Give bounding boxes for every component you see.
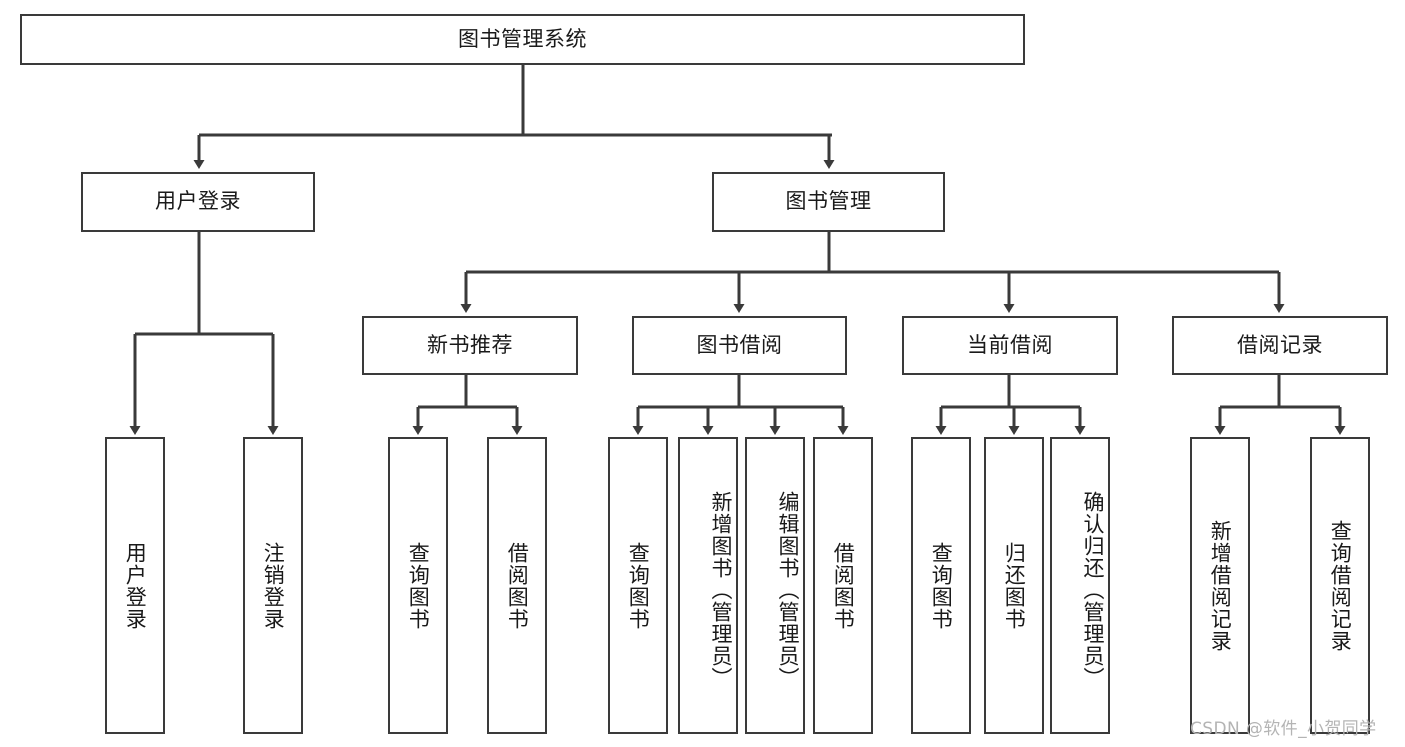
leaf-confirm-return-admin-label: 确认归还（管理员） — [1081, 490, 1105, 689]
node-borrow-record-label: 借阅记录 — [1237, 332, 1323, 357]
leaf-user-login-label: 用户登录 — [123, 541, 148, 630]
leaf-borrow-book-recommend-label: 借阅图书 — [505, 541, 530, 630]
node-current-borrow[interactable]: 当前借阅 — [902, 316, 1118, 375]
node-book-management-label: 图书管理 — [785, 189, 872, 214]
node-book-borrow[interactable]: 图书借阅 — [632, 316, 847, 375]
leaf-borrow-book-recommend[interactable]: 借阅图书 — [487, 437, 547, 734]
node-root-label: 图书管理系统 — [458, 26, 587, 51]
leaf-confirm-return-admin[interactable]: 确认归还（管理员） — [1050, 437, 1110, 734]
leaf-add-borrow-record[interactable]: 新增借阅记录 — [1190, 437, 1250, 734]
leaf-query-book-recommend[interactable]: 查询图书 — [388, 437, 448, 734]
leaf-return-book-label: 归还图书 — [1002, 541, 1027, 630]
leaf-borrow-book-label: 借阅图书 — [831, 541, 856, 630]
leaf-query-book-borrow[interactable]: 查询图书 — [608, 437, 668, 734]
node-book-management[interactable]: 图书管理 — [712, 172, 945, 232]
node-borrow-record[interactable]: 借阅记录 — [1172, 316, 1388, 375]
leaf-logout[interactable]: 注销登录 — [243, 437, 303, 734]
leaf-logout-label: 注销登录 — [261, 541, 286, 630]
node-user-login[interactable]: 用户登录 — [81, 172, 315, 232]
leaf-query-book-current-label: 查询图书 — [929, 541, 954, 630]
node-root[interactable]: 图书管理系统 — [20, 14, 1025, 65]
node-user-login-label: 用户登录 — [155, 189, 241, 214]
leaf-query-borrow-record[interactable]: 查询借阅记录 — [1310, 437, 1370, 734]
node-new-book-recommend[interactable]: 新书推荐 — [362, 316, 578, 375]
leaf-add-book-admin-label: 新增图书（管理员） — [709, 490, 733, 689]
leaf-edit-book-admin-label: 编辑图书（管理员） — [776, 490, 800, 689]
node-new-book-recommend-label: 新书推荐 — [427, 332, 513, 357]
leaf-edit-book-admin[interactable]: 编辑图书（管理员） — [745, 437, 805, 734]
leaf-query-borrow-record-label: 查询借阅记录 — [1328, 519, 1353, 652]
leaf-query-book-borrow-label: 查询图书 — [626, 541, 651, 630]
leaf-user-login[interactable]: 用户登录 — [105, 437, 165, 734]
node-book-borrow-label: 图书借阅 — [696, 332, 783, 357]
leaf-return-book[interactable]: 归还图书 — [984, 437, 1044, 734]
leaf-add-borrow-record-label: 新增借阅记录 — [1208, 519, 1233, 652]
leaf-query-book-recommend-label: 查询图书 — [406, 541, 431, 630]
leaf-borrow-book[interactable]: 借阅图书 — [813, 437, 873, 734]
watermark: CSDN @软件_小贺同学 — [1190, 719, 1377, 739]
leaf-add-book-admin[interactable]: 新增图书（管理员） — [678, 437, 738, 734]
node-current-borrow-label: 当前借阅 — [967, 332, 1053, 357]
leaf-query-book-current[interactable]: 查询图书 — [911, 437, 971, 734]
